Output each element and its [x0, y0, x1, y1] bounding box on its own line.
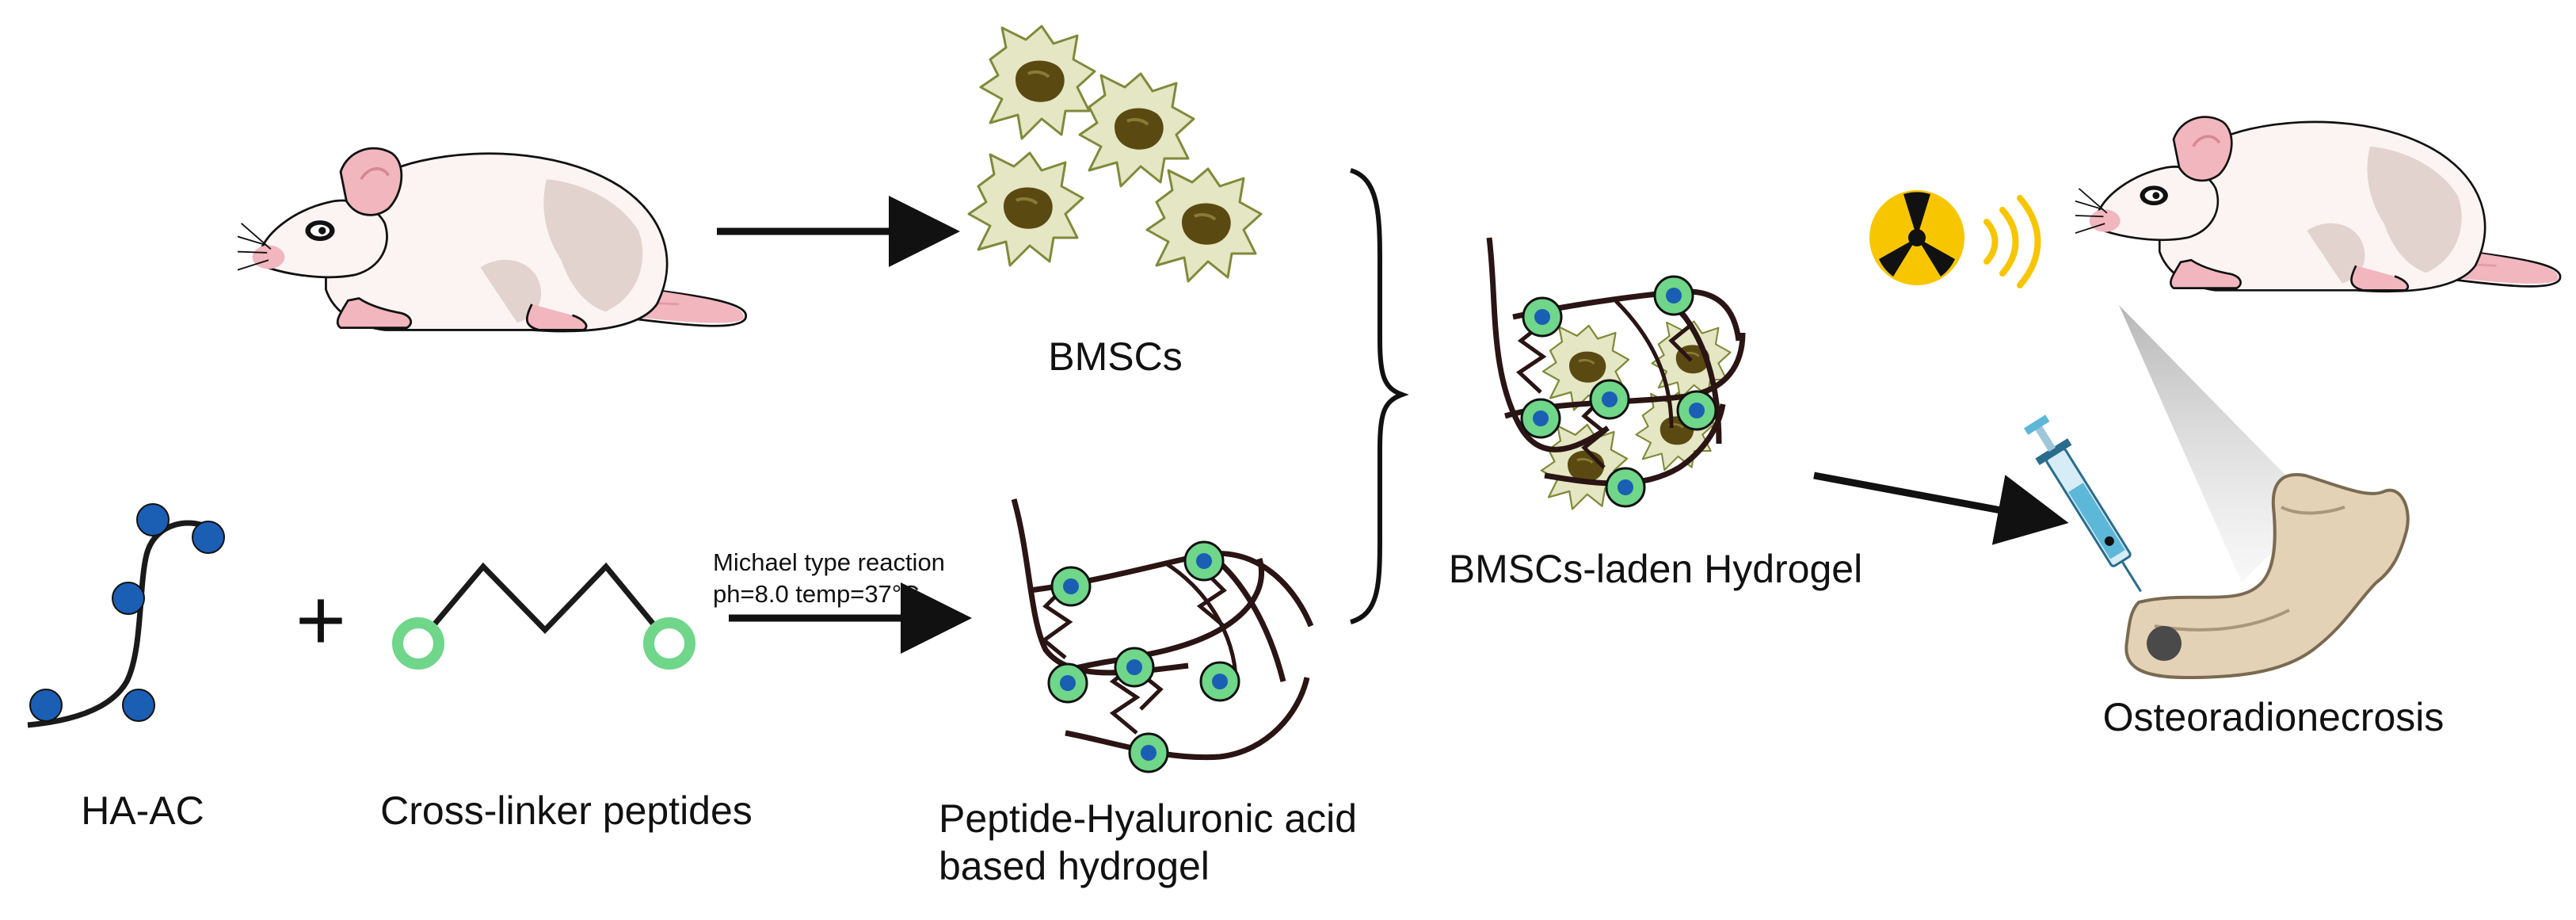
label-crosslinker: Cross-linker peptides — [380, 788, 753, 833]
arrow-to-osteoradionecrosis — [1813, 471, 2069, 545]
crosslinker-molecule — [392, 562, 695, 670]
hydrogel-network — [1011, 498, 1314, 773]
cell-icon — [1145, 167, 1263, 283]
radiation-icon — [1869, 190, 1964, 285]
syringe-icon — [2023, 414, 2142, 593]
label-reaction-conditions: ph=8.0 temp=37°C — [713, 580, 920, 608]
ha-ac-molecule — [27, 503, 225, 728]
radiation-beam — [2119, 305, 2317, 582]
label-hydrogel-line2: based hydrogel — [939, 844, 1210, 888]
plus-sign: + — [295, 571, 346, 669]
label-hydrogel-line1: Peptide-Hyaluronic acid — [939, 796, 1357, 841]
jawbone-icon — [2124, 473, 2410, 680]
label-laden-hydrogel: BMSCs-laden Hydrogel — [1449, 547, 1862, 591]
label-osteoradionecrosis: Osteoradionecrosis — [2103, 695, 2445, 739]
cell-icon — [1078, 72, 1195, 188]
curly-brace — [1349, 168, 1409, 624]
radiation-waves-icon — [1983, 195, 2041, 288]
label-reaction-type: Michael type reaction — [713, 548, 945, 576]
bmsc-cells — [967, 25, 1263, 283]
cell-icon — [967, 151, 1084, 267]
label-ha-ac: HA-AC — [81, 788, 204, 833]
mouse-icon — [2075, 115, 2562, 293]
laden-hydrogel-network — [1486, 237, 1746, 510]
cell-icon — [979, 25, 1096, 140]
label-bmscs: BMSCs — [1048, 334, 1182, 379]
mouse-icon — [238, 147, 748, 333]
